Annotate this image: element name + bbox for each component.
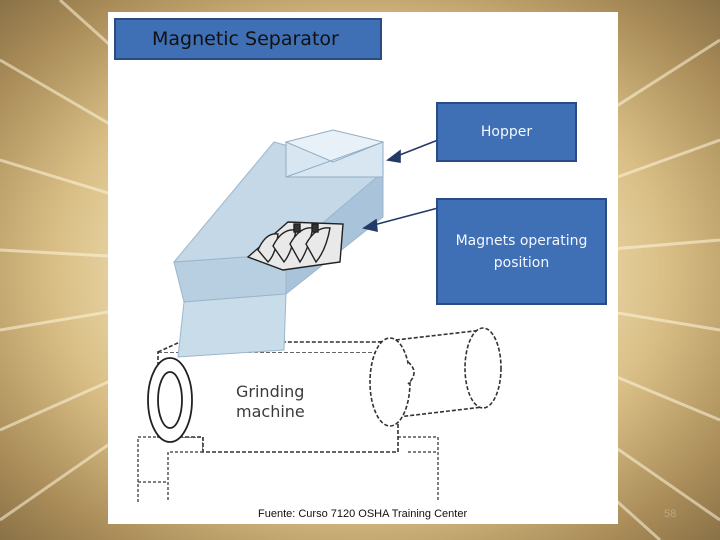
separator-illustration: [137, 129, 502, 502]
drum-left: [147, 357, 193, 443]
hopper-callout: Hopper: [436, 102, 577, 162]
hopper-label: Hopper: [480, 124, 533, 140]
source-caption: Fuente: Curso 7120 OSHA Training Center: [258, 508, 468, 520]
motor: [369, 327, 502, 427]
magnets-callout: Magnets operating position: [436, 198, 607, 305]
magnets-label: Magnets operating position: [455, 232, 588, 271]
grinding-machine-label: Grinding machine: [236, 382, 305, 421]
slide-number: 58: [664, 508, 677, 520]
callout-arrows: [362, 139, 439, 233]
slide-title: Magnetic Separator: [114, 18, 382, 60]
magnets: [246, 221, 344, 271]
